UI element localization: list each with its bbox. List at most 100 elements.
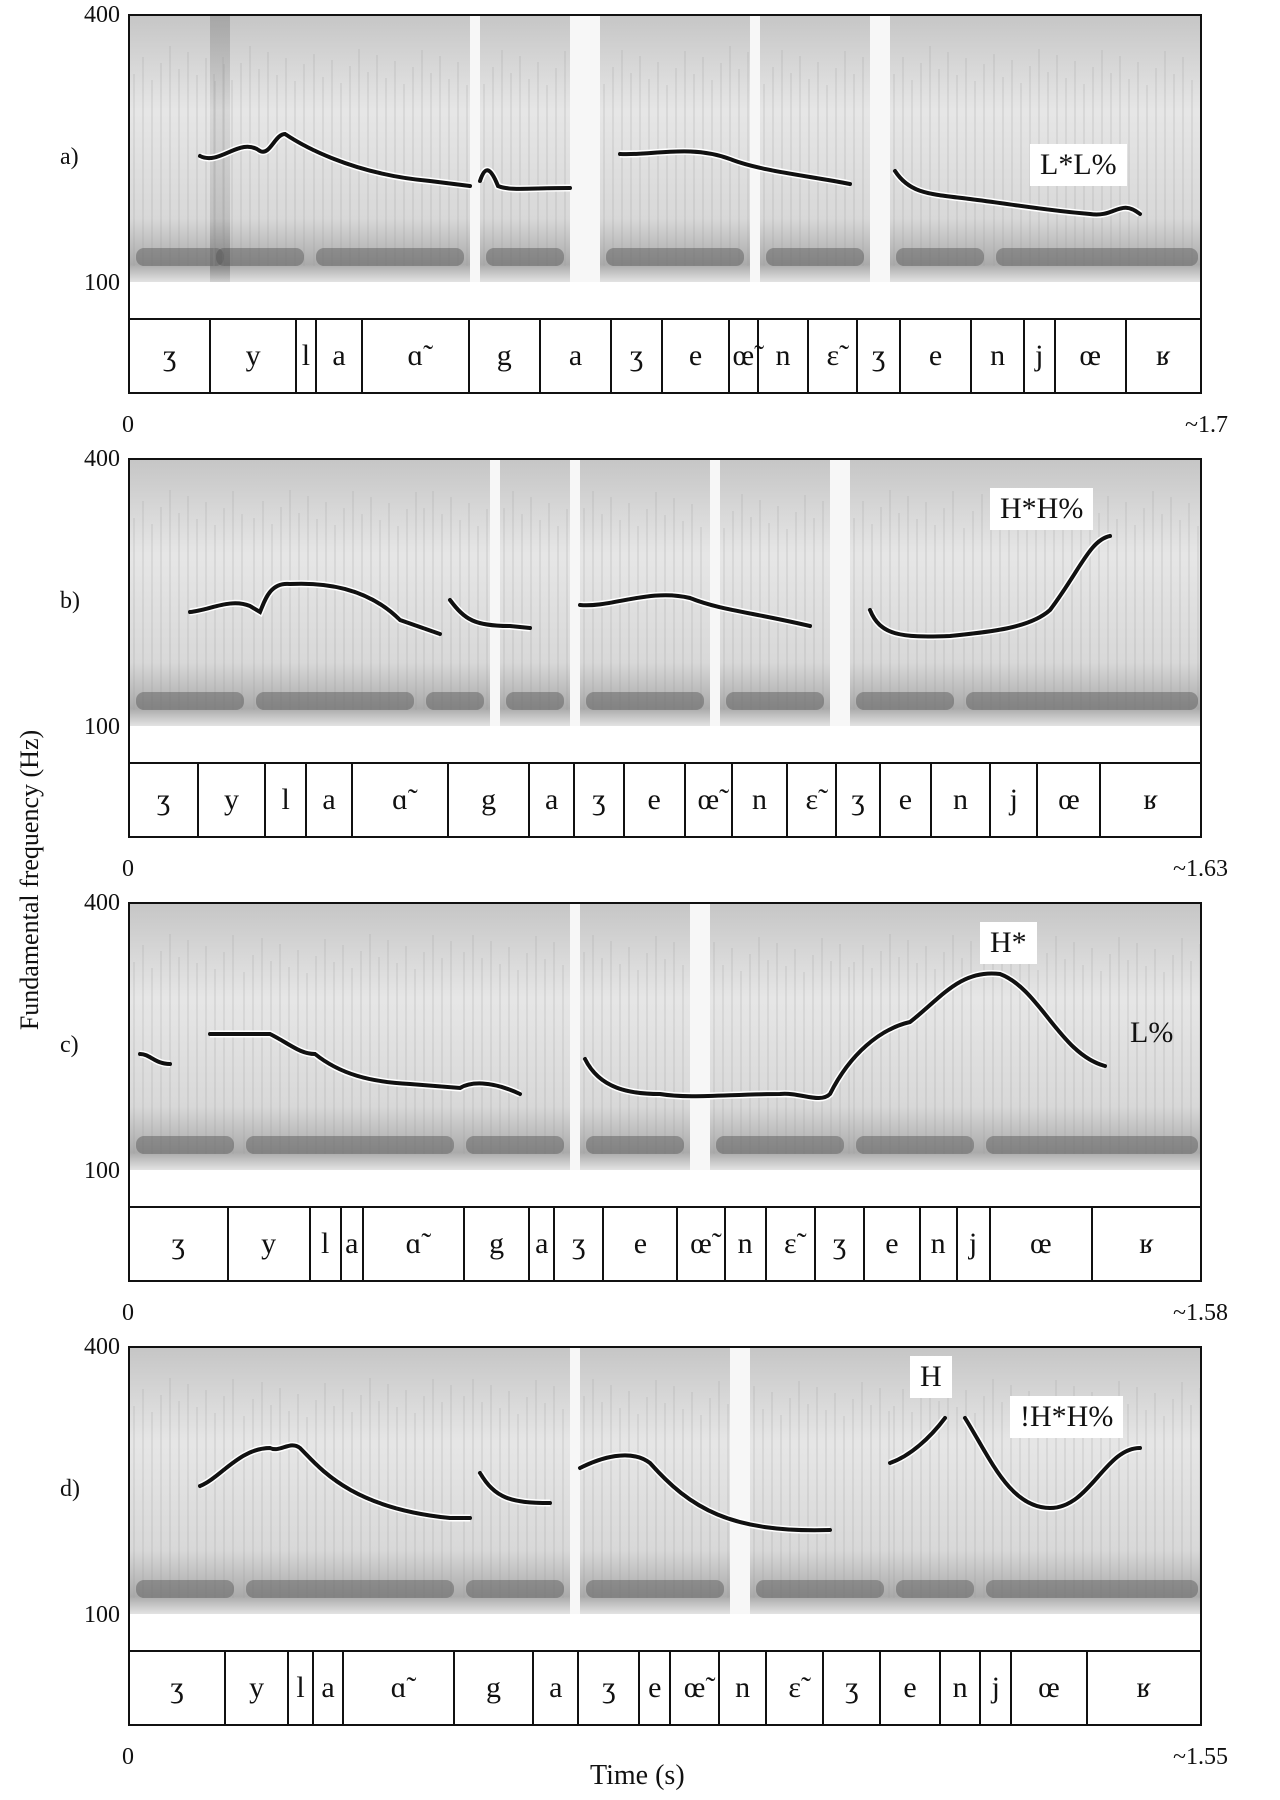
spectrogram-band <box>130 460 250 726</box>
spectrogram-band <box>750 1348 890 1614</box>
segment-9: œ̃ <box>730 320 759 392</box>
segment-15: j <box>991 764 1039 836</box>
segment-4: ɑ̃ <box>364 1208 465 1280</box>
panel-label: c) <box>60 1032 79 1058</box>
tone-label-downstep: !H*H% <box>1010 1396 1124 1438</box>
segment-5: g <box>470 320 541 392</box>
formant-band <box>466 1136 564 1154</box>
segment-17: ʁ <box>1139 1227 1154 1260</box>
formant-band <box>136 248 224 266</box>
segment-1: y <box>199 764 266 836</box>
panel-label: a) <box>60 144 79 170</box>
segment-3: a <box>314 1652 345 1724</box>
segment-13: e <box>865 1208 921 1280</box>
segment-6: a <box>530 1208 556 1280</box>
f0-contour <box>868 534 1112 639</box>
segment-9: œ̃ <box>678 1208 726 1280</box>
f0-contour <box>893 169 1142 217</box>
x-axis-label: Time (s) <box>590 1760 685 1791</box>
segment-8: e <box>640 1652 672 1724</box>
formant-band <box>966 692 1198 710</box>
segment-17: ʁ <box>1136 1671 1152 1704</box>
segment-7: ʒ <box>555 1208 605 1280</box>
spectrogram-band <box>460 1348 570 1614</box>
segment-1: y <box>229 1208 311 1280</box>
tone-label: L*L% <box>1030 144 1127 186</box>
segment-5: g <box>465 1208 531 1280</box>
blank-tier <box>128 1170 1202 1208</box>
formant-band <box>466 1580 564 1598</box>
segment-14: n <box>921 1208 958 1280</box>
formant-band <box>716 1136 844 1154</box>
y-tick-400: 400 <box>84 1334 120 1360</box>
formant-band <box>586 1580 724 1598</box>
tone-label-high: H <box>910 1356 952 1398</box>
y-tick-400: 400 <box>84 446 120 472</box>
segment-11: ɛ̃ <box>809 320 859 392</box>
y-tick-400: 400 <box>84 2 120 28</box>
formant-band <box>856 1136 974 1154</box>
panel-label: b) <box>60 588 80 614</box>
formant-band <box>216 248 304 266</box>
spectrogram-band <box>760 16 870 282</box>
segment-8: e <box>604 1208 679 1280</box>
f0-contour <box>478 1471 552 1505</box>
segment-5: g <box>455 1652 535 1724</box>
segment-13: e <box>881 1652 941 1724</box>
segment-10: n <box>726 1208 767 1280</box>
y-tick-100: 100 <box>84 714 120 740</box>
formant-band <box>486 248 564 266</box>
blank-tier <box>128 282 1202 320</box>
spectrogram-band <box>720 460 830 726</box>
segment-2: l <box>311 1208 342 1280</box>
time-end: ~1.63 <box>1173 856 1228 882</box>
segment-6: a <box>530 764 576 836</box>
formant-band <box>606 248 744 266</box>
segment-2: l <box>266 764 308 836</box>
segment-12: ʒ <box>837 764 881 836</box>
formant-band <box>896 1580 974 1598</box>
spectrogram-band <box>710 904 850 1170</box>
spectrogram-svg <box>130 1348 1200 1614</box>
formant-band <box>986 1136 1198 1154</box>
segment-17: ʁ <box>1143 783 1159 816</box>
spectrogram-band <box>240 1348 460 1614</box>
formant-band <box>246 1580 454 1598</box>
formant-band <box>426 692 484 710</box>
segment-12: ʒ <box>858 320 901 392</box>
f0-contour <box>198 1443 472 1520</box>
segment-2: l <box>297 320 318 392</box>
y-tick-100: 100 <box>84 1158 120 1184</box>
segment-9: œ̃ <box>686 764 733 836</box>
segment-14: n <box>932 764 992 836</box>
spectrogram-band <box>850 904 980 1170</box>
segment-0: ʒ <box>130 1652 226 1724</box>
segment-8: e <box>625 764 686 836</box>
segment-12: ʒ <box>816 1208 866 1280</box>
segment-3: a <box>342 1208 365 1280</box>
spectrogram-band <box>580 460 710 726</box>
panel-label: d) <box>60 1476 80 1502</box>
y-tick-400: 400 <box>84 890 120 916</box>
f0-contour <box>478 168 572 191</box>
formant-band <box>756 1580 884 1598</box>
formant-band <box>256 692 414 710</box>
formant-band <box>246 1136 454 1154</box>
formant-band <box>766 248 864 266</box>
y-tick-100: 100 <box>84 270 120 296</box>
segment-15: j <box>958 1208 991 1280</box>
formant-band <box>136 692 244 710</box>
segment-17: ʁ <box>1156 339 1171 372</box>
spectrogram-band <box>580 1348 730 1614</box>
tone-label-boundary: L% <box>1130 1016 1174 1049</box>
segment-11: ɛ̃ <box>767 1652 825 1724</box>
time-end: ~1.58 <box>1173 1300 1228 1326</box>
spectrogram-band <box>850 460 960 726</box>
f0-contour <box>578 593 812 628</box>
segment-16: œ <box>991 1208 1094 1280</box>
time-start: 0 <box>122 412 134 438</box>
